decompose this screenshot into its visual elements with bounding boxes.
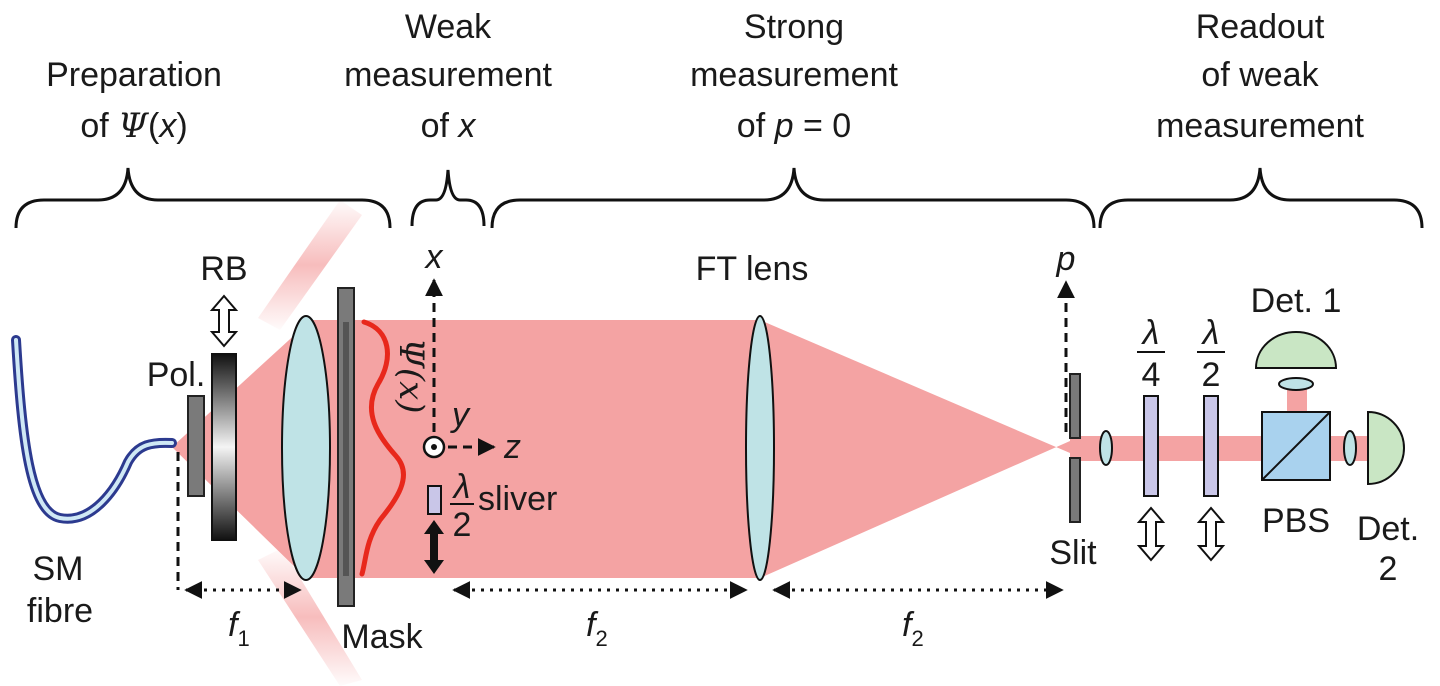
half-lambda: λ bbox=[1201, 314, 1220, 352]
brace-readout bbox=[1098, 167, 1424, 229]
preparation-heading: Preparation bbox=[46, 56, 222, 94]
mask-label: Mask bbox=[341, 618, 423, 656]
coordinate-axes: x y z bbox=[422, 238, 521, 466]
axis-x-label: x bbox=[424, 238, 444, 276]
wavefunction: Ψ(x) bbox=[359, 319, 431, 577]
readout-heading-2: of weak bbox=[1201, 56, 1319, 94]
rb-label: RB bbox=[200, 250, 247, 288]
sliver-denominator: 2 bbox=[453, 506, 472, 544]
sliver-lambda: λ bbox=[452, 468, 471, 506]
sm-fibre-label-2: fibre bbox=[27, 592, 93, 630]
axis-y-label: y bbox=[450, 396, 471, 434]
slit: Slit bbox=[1049, 373, 1097, 572]
focusing-beam bbox=[760, 320, 1070, 578]
section-headings: Preparation of Ψ(x) Weak measurement of … bbox=[46, 8, 1364, 146]
half-wave-sliver: λ 2 sliver bbox=[424, 468, 557, 574]
det1-label: Det. 1 bbox=[1251, 282, 1342, 320]
sm-fibre-label-1: SM bbox=[33, 550, 84, 588]
readout-heading-1: Readout bbox=[1196, 8, 1325, 46]
mask: Mask bbox=[337, 287, 424, 656]
collimating-lens bbox=[281, 315, 331, 581]
readout-lens-3 bbox=[1278, 377, 1314, 391]
polarizer-label: Pol. bbox=[147, 356, 206, 394]
momentum-axis: p bbox=[1056, 240, 1076, 432]
strong-heading-1: Strong bbox=[744, 8, 844, 46]
preparation-subheading: of Ψ(x) bbox=[80, 106, 187, 146]
ft-lens: FT lens bbox=[696, 250, 809, 581]
half-rotate-arrow-icon bbox=[1196, 506, 1226, 562]
stray-beam-upper bbox=[258, 200, 362, 330]
det2-label-2: 2 bbox=[1379, 550, 1398, 588]
strong-heading-2: measurement bbox=[690, 56, 898, 94]
weak-heading-2: measurement bbox=[344, 56, 552, 94]
sliver-translation-arrow-icon bbox=[424, 520, 444, 574]
brace-preparation bbox=[14, 167, 392, 229]
detector-1: Det. 1 bbox=[1251, 282, 1342, 369]
axis-z-label: z bbox=[503, 428, 521, 466]
quarter-rotate-arrow-icon bbox=[1136, 506, 1166, 562]
collimated-beam bbox=[300, 320, 760, 578]
sliver-label: sliver bbox=[478, 480, 557, 518]
brace-strong bbox=[490, 167, 1096, 229]
focal-distances: f1 f2 f2 bbox=[176, 452, 1064, 651]
f2-label-1: f2 bbox=[586, 606, 608, 651]
polarizer: Pol. bbox=[147, 356, 206, 497]
half-denominator: 2 bbox=[1202, 356, 1221, 394]
weak-heading-3: of x bbox=[421, 107, 477, 145]
wavefunction-label: Ψ(x) bbox=[391, 338, 431, 414]
readout-lens-1 bbox=[1099, 430, 1113, 466]
sm-fibre: SM fibre bbox=[11, 335, 177, 630]
section-braces bbox=[14, 167, 1424, 229]
readout-heading-3: measurement bbox=[1156, 107, 1364, 145]
slit-label: Slit bbox=[1049, 534, 1097, 572]
ft-lens-label: FT lens bbox=[696, 250, 809, 288]
pbs-label: PBS bbox=[1262, 502, 1330, 540]
readout-lens-2 bbox=[1343, 430, 1357, 466]
f2-label-2: f2 bbox=[902, 606, 924, 651]
det2-label-1: Det. bbox=[1357, 510, 1419, 548]
half-wave-plate: λ 2 bbox=[1196, 314, 1226, 562]
weak-heading-1: Weak bbox=[405, 8, 492, 46]
quarter-denominator: 4 bbox=[1142, 356, 1161, 394]
detector-2: Det. 2 bbox=[1357, 410, 1419, 588]
det1-beam bbox=[1287, 384, 1307, 414]
brace-weak bbox=[410, 169, 486, 227]
rb-translation-arrow-icon bbox=[209, 294, 239, 348]
quarter-lambda: λ bbox=[1141, 314, 1160, 352]
pbs: PBS bbox=[1261, 411, 1331, 540]
rb-element: RB bbox=[200, 250, 248, 541]
f1-label: f1 bbox=[228, 606, 250, 651]
axis-p-label: p bbox=[1056, 240, 1076, 278]
quarter-wave-plate: λ 4 bbox=[1136, 314, 1166, 562]
strong-heading-3: of p = 0 bbox=[737, 107, 851, 145]
